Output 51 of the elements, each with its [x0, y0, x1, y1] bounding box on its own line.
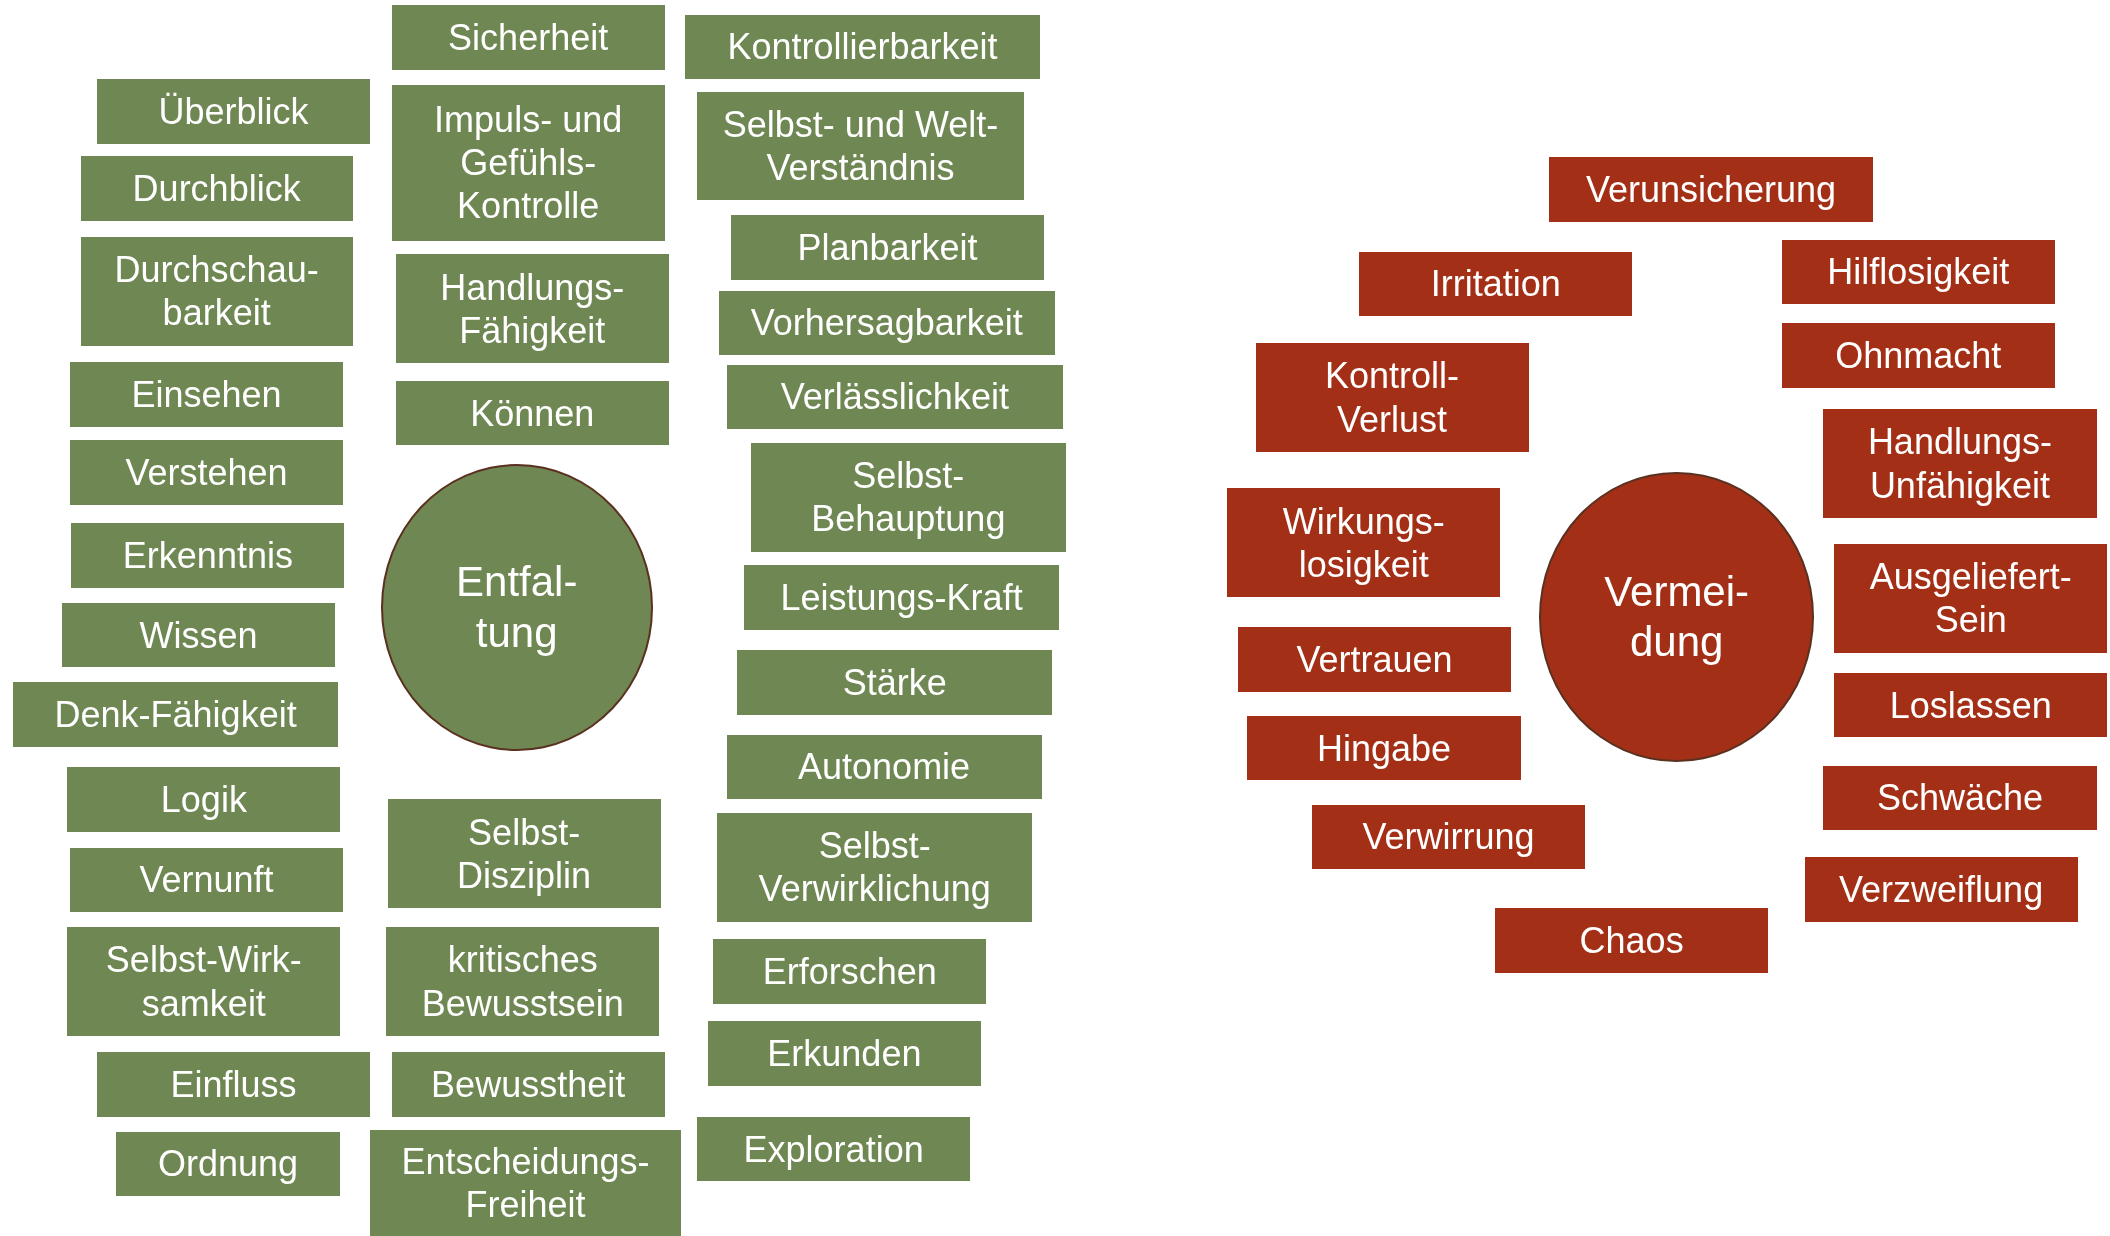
term-box: Verzweiflung: [1804, 857, 2078, 922]
term-box: Verwirrung: [1312, 804, 1586, 870]
term-box: Ohnmacht: [1781, 322, 2055, 388]
term-box: Impuls- und Gefühls- Kontrolle: [391, 84, 665, 241]
term-box: Hingabe: [1247, 715, 1521, 781]
term-box: Ordnung: [115, 1131, 341, 1197]
term-box: Selbst-Wirk- samkeit: [67, 927, 341, 1037]
term-box: Überblick: [96, 79, 371, 144]
term-box: Irritation: [1359, 251, 1633, 317]
term-box: Wirkungs- losigkeit: [1227, 488, 1501, 598]
term-box: Loslassen: [1834, 672, 2108, 738]
term-box: Logik: [67, 767, 341, 832]
term-box: Selbst- und Welt- Verständnis: [697, 91, 1025, 201]
term-box: Durchblick: [80, 156, 353, 221]
term-box: Durchschau- barkeit: [80, 236, 353, 346]
term-box: Selbst- Verwirklichung: [717, 812, 1033, 922]
term-box: Verunsicherung: [1548, 157, 1874, 222]
term-box: Entscheidungs- Freiheit: [370, 1130, 681, 1236]
term-box: Planbarkeit: [730, 215, 1045, 280]
term-box: Vorhersagbarkeit: [718, 290, 1055, 356]
topic-circle: Entfal- tung: [380, 464, 653, 751]
term-box: Einfluss: [96, 1052, 371, 1117]
term-box: Vertrauen: [1238, 627, 1512, 692]
term-box: Erkenntnis: [71, 523, 345, 589]
term-box: Kontroll- Verlust: [1255, 343, 1529, 453]
term-box: Exploration: [697, 1116, 971, 1182]
term-box: Handlungs- Fähigkeit: [395, 254, 669, 364]
term-box: Selbst- Disziplin: [387, 799, 661, 909]
term-box: Leistungs-Kraft: [744, 565, 1059, 630]
term-box: Hilflosigkeit: [1781, 239, 2055, 305]
term-box: Erforschen: [713, 939, 987, 1004]
term-box: Verlässlichkeit: [726, 364, 1064, 430]
term-box: kritisches Bewusstsein: [386, 927, 660, 1037]
term-box: Sicherheit: [391, 5, 665, 70]
term-box: Chaos: [1495, 908, 1769, 973]
term-box: Vernunft: [69, 847, 344, 913]
term-box: Denk-Fähigkeit: [13, 682, 338, 747]
term-box: Können: [395, 380, 669, 446]
term-box: Ausgeliefert- Sein: [1834, 543, 2108, 653]
term-box: Verstehen: [69, 440, 344, 505]
term-box: Erkunden: [707, 1021, 981, 1086]
term-box: Kontrollierbarkeit: [684, 14, 1041, 80]
term-box: Schwäche: [1823, 765, 2097, 831]
topic-circle: Vermei- dung: [1539, 472, 1814, 762]
term-box: Wissen: [61, 602, 336, 668]
term-box: Stärke: [737, 649, 1053, 715]
term-box: Bewusstheit: [391, 1052, 665, 1117]
term-box: Selbst- Behauptung: [750, 442, 1066, 552]
term-box: Einsehen: [69, 361, 344, 427]
term-box: Handlungs- Unfähigkeit: [1823, 409, 2097, 519]
term-box: Autonomie: [726, 734, 1042, 800]
